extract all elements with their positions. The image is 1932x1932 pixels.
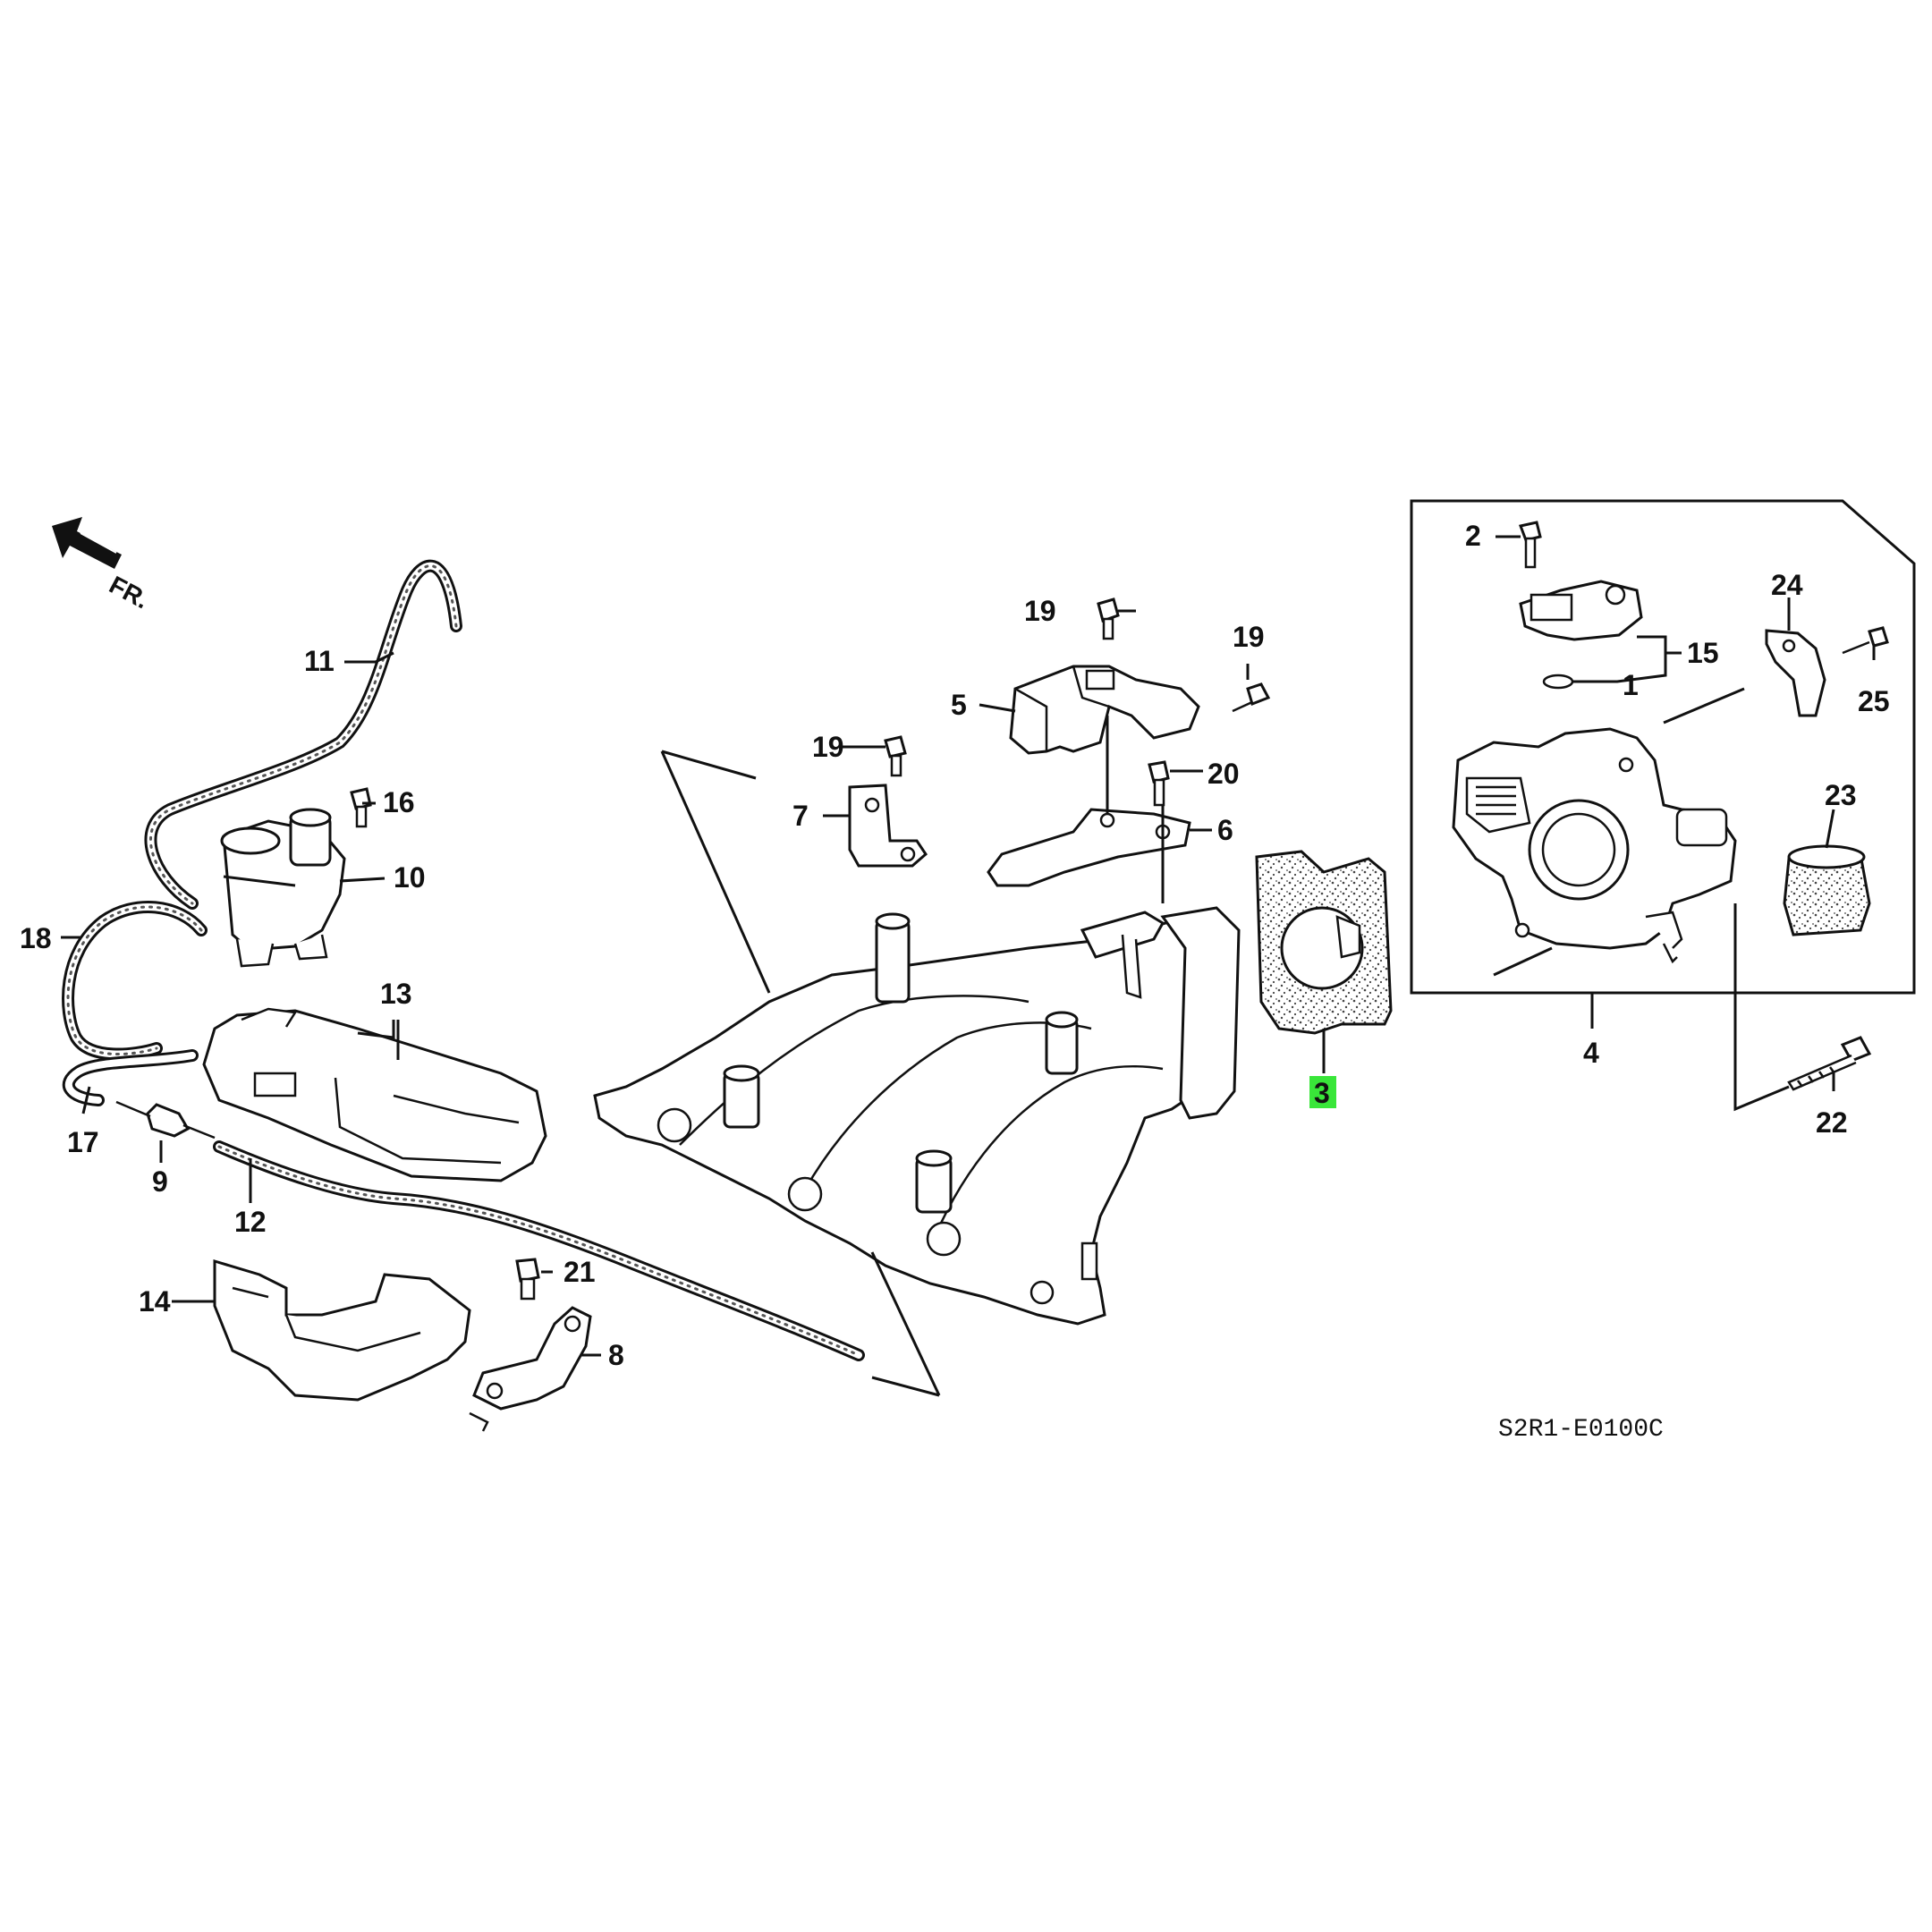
part-label-19-right[interactable]: 19 <box>1233 621 1265 653</box>
filter-23 <box>1783 844 1871 936</box>
gasket-3 <box>1255 850 1393 1035</box>
part-label-21[interactable]: 21 <box>564 1256 596 1288</box>
part-label-5[interactable]: 5 <box>951 689 967 721</box>
o-ring-1 <box>1542 674 1574 690</box>
bolt-16 <box>350 787 372 828</box>
part-label-2[interactable]: 2 <box>1465 520 1481 552</box>
bolt-20 <box>1148 760 1170 807</box>
leader-lines <box>61 535 1876 1397</box>
bolt-21 <box>515 1258 540 1301</box>
sensor-15 <box>1519 580 1643 641</box>
bracket-24 <box>1765 629 1826 717</box>
part-label-19-top[interactable]: 19 <box>1024 595 1056 627</box>
cover-5 <box>1009 665 1200 755</box>
sensor-9 <box>115 1100 216 1140</box>
bolt-19-right <box>1232 682 1271 713</box>
part-label-23[interactable]: 23 <box>1825 779 1857 811</box>
solenoid-valve-10 <box>220 808 346 968</box>
bolt-19-left <box>884 735 907 777</box>
part-label-11[interactable]: 11 <box>304 645 335 677</box>
part-label-10[interactable]: 10 <box>394 861 426 894</box>
part-label-20[interactable]: 20 <box>1208 758 1240 790</box>
part-label-8[interactable]: 8 <box>608 1339 624 1371</box>
bolt-19-top <box>1097 597 1120 640</box>
bracket-6 <box>987 808 1191 887</box>
part-label-17[interactable]: 17 <box>67 1126 99 1158</box>
part-label-19-left[interactable]: 19 <box>812 731 844 763</box>
bolt-22 <box>1787 1036 1872 1091</box>
bracket-7 <box>848 784 928 868</box>
part-label-22[interactable]: 22 <box>1816 1106 1848 1139</box>
part-label-4[interactable]: 4 <box>1583 1037 1599 1069</box>
part-label-9[interactable]: 9 <box>152 1165 168 1198</box>
resonator-13 <box>202 1007 547 1182</box>
highlight-box <box>1309 1076 1336 1108</box>
hose-11 <box>144 559 462 910</box>
bolt-25 <box>1842 626 1889 655</box>
part-label-6[interactable]: 6 <box>1217 814 1233 846</box>
intake-manifold <box>593 906 1241 1326</box>
hose-18 <box>62 901 208 1061</box>
part-label-18[interactable]: 18 <box>20 922 52 954</box>
bolt-2 <box>1518 521 1542 569</box>
bracket-8 <box>469 1306 592 1432</box>
part-label-3[interactable]: 3 <box>1314 1077 1330 1109</box>
part-label-7[interactable]: 7 <box>792 800 809 832</box>
throttle-body-box <box>1410 499 1916 995</box>
part-label-25[interactable]: 25 <box>1858 685 1890 717</box>
throttle-body-4 <box>1452 727 1737 964</box>
part-label-13[interactable]: 13 <box>380 978 412 1010</box>
hose-17 <box>62 1049 199 1106</box>
diagram-code: S2R1-E0100C <box>1498 1416 1664 1444</box>
front-direction-marker: FR. <box>52 517 154 614</box>
front-direction-label: FR. <box>105 571 153 614</box>
part-label-12[interactable]: 12 <box>234 1206 267 1238</box>
part-label-15[interactable]: 15 <box>1687 637 1719 669</box>
bracket-14 <box>213 1258 471 1402</box>
tube-12 <box>213 1140 865 1361</box>
part-label-24[interactable]: 24 <box>1771 569 1803 601</box>
part-labels: 1 2 3 4 5 6 7 8 9 10 11 12 13 14 15 16 1… <box>20 520 1890 1371</box>
part-label-16[interactable]: 16 <box>383 786 415 818</box>
part-label-1[interactable]: 1 <box>1623 669 1639 701</box>
part-label-14[interactable]: 14 <box>139 1285 171 1318</box>
front-arrow-icon <box>52 517 122 569</box>
